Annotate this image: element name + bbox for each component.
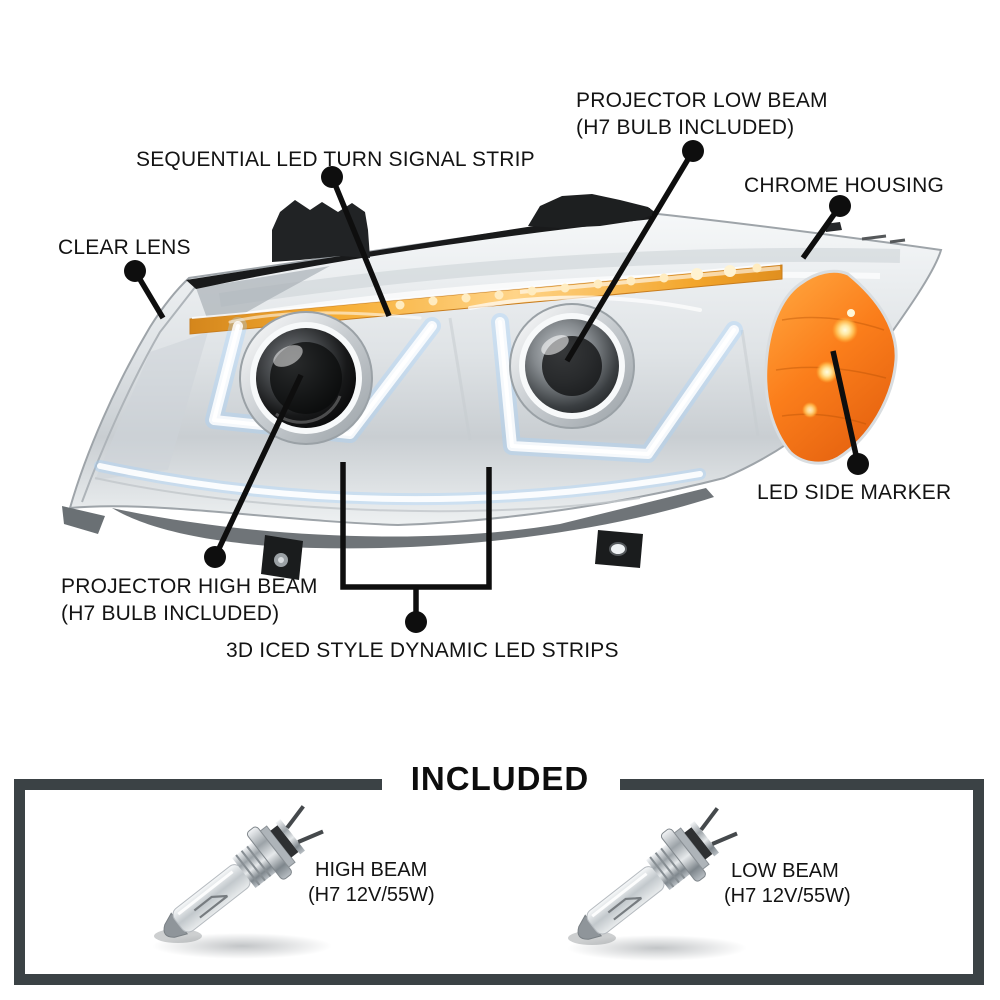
label-low-beam-bulb: LOW BEAM (H7 12V/55W) (724, 859, 851, 909)
included-panel-border (14, 779, 984, 985)
label-projector-low-beam-sub: (H7 BULB INCLUDED) (576, 116, 795, 139)
callout-led-side-marker (830, 350, 869, 475)
label-dynamic-led-strips: 3D ICED STYLE DYNAMIC LED STRIPS (226, 639, 619, 662)
top-trim (186, 208, 652, 289)
label-high-beam-bulb-name: HIGH BEAM (315, 859, 428, 881)
mounting-bracket-bottom-right (595, 530, 643, 568)
label-high-beam-bulb: HIGH BEAM (H7 12V/55W) (308, 858, 435, 908)
callout-sequential-led (321, 166, 392, 318)
callout-projector-high-beam (204, 373, 304, 568)
label-clear-lens: CLEAR LENS (58, 236, 191, 259)
label-low-beam-bulb-spec: (H7 12V/55W) (724, 885, 851, 907)
label-high-beam-bulb-spec: (H7 12V/55W) (308, 884, 435, 906)
turn-signal-strip (189, 263, 783, 335)
projector-low-beam (509, 303, 635, 429)
callout-clear-lens (124, 260, 166, 320)
projector-high-beam (239, 311, 373, 445)
led-side-marker-reflector (764, 269, 898, 465)
callout-lines (124, 140, 869, 633)
label-projector-low-beam: PROJECTOR LOW BEAM (H7 BULB INCLUDED) (576, 87, 828, 141)
label-sequential-led-turn-signal-strip: SEQUENTIAL LED TURN SIGNAL STRIP (136, 148, 535, 171)
mounting-tab-middle (528, 194, 656, 228)
callout-chrome-housing (800, 195, 851, 260)
mounting-bracket-bottom-left (261, 535, 303, 580)
callout-projector-low-beam (564, 140, 704, 363)
bulb-high-beam (144, 793, 334, 960)
label-chrome-housing: CHROME HOUSING (744, 174, 944, 197)
housing-lower-flange (112, 488, 714, 549)
headlight-illustration (62, 194, 943, 580)
included-panel-title: INCLUDED (410, 760, 590, 797)
label-projector-high-beam: PROJECTOR HIGH BEAM (H7 BULB INCLUDED) (61, 573, 318, 627)
label-projector-high-beam-sub: (H7 BULB INCLUDED) (61, 602, 280, 625)
label-led-side-marker: LED SIDE MARKER (757, 481, 952, 504)
callout-led-strips-bracket (340, 462, 492, 633)
bulb-low-beam (558, 795, 748, 962)
label-projector-low-beam-title: PROJECTOR LOW BEAM (576, 89, 828, 112)
label-projector-high-beam-title: PROJECTOR HIGH BEAM (61, 575, 318, 598)
label-low-beam-bulb-name: LOW BEAM (731, 860, 839, 882)
